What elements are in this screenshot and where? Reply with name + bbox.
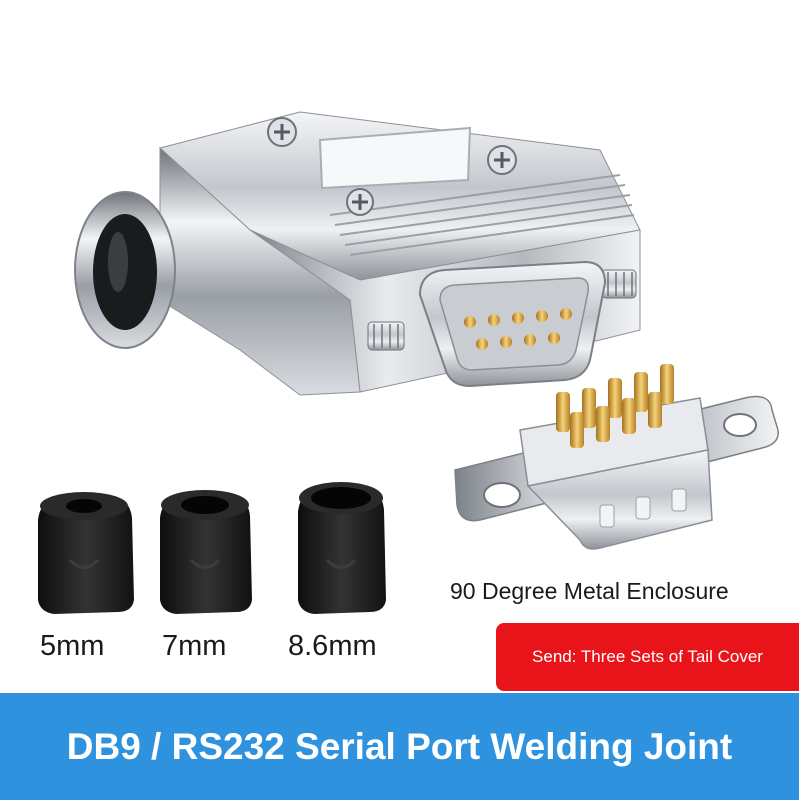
enclosure-caption: 90 Degree Metal Enclosure (450, 578, 729, 604)
tail-cover-size-7mm: 7mm (162, 630, 227, 662)
gold-solder-cups (556, 364, 674, 448)
thumb-screw-left (367, 321, 405, 351)
tail-cover-7mm (160, 490, 252, 614)
tail-cover-size-8-6mm: 8.6mm (288, 630, 377, 662)
tail-cover-5mm (38, 492, 134, 614)
thumb-screw-right (601, 269, 637, 299)
promo-text: Send: Three Sets of Tail Cover (532, 647, 763, 666)
title-banner: DB9 / RS232 Serial Port Welding Joint (0, 693, 799, 800)
tail-cover-86mm (298, 482, 386, 614)
promo-badge: Send: Three Sets of Tail Cover (496, 623, 799, 691)
product-title: DB9 / RS232 Serial Port Welding Joint (66, 725, 733, 767)
db9-male-connector (418, 260, 607, 388)
tail-cover-size-5mm: 5mm (40, 630, 105, 662)
db9-solder-connector (454, 364, 779, 550)
gold-pins-male (464, 308, 572, 350)
product-illustration (38, 111, 779, 614)
cable-opening (74, 191, 176, 349)
